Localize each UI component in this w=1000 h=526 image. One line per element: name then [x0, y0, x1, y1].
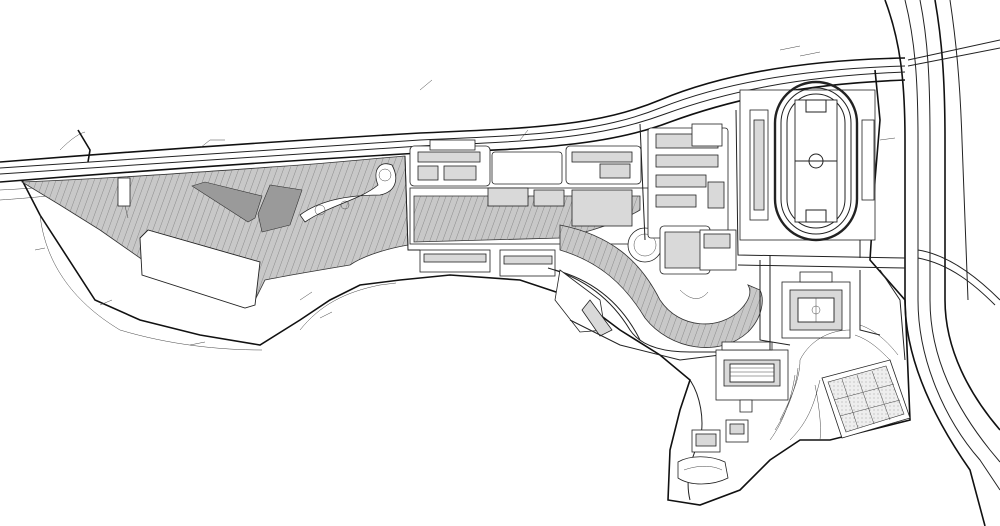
gymnasium	[781, 271, 851, 339]
annotation-leaders	[34, 45, 896, 346]
teaching-buildings	[647, 123, 737, 275]
basketball-courts	[821, 359, 911, 439]
internal-roads	[404, 109, 906, 361]
natatorium	[715, 341, 789, 401]
highway	[884, 0, 1000, 526]
central-buildings	[409, 139, 649, 277]
stadium	[739, 80, 876, 242]
curved-parking	[547, 224, 763, 361]
southern-buildings	[677, 379, 753, 501]
hatched-landscape	[20, 155, 409, 309]
contour-lines	[769, 324, 899, 441]
